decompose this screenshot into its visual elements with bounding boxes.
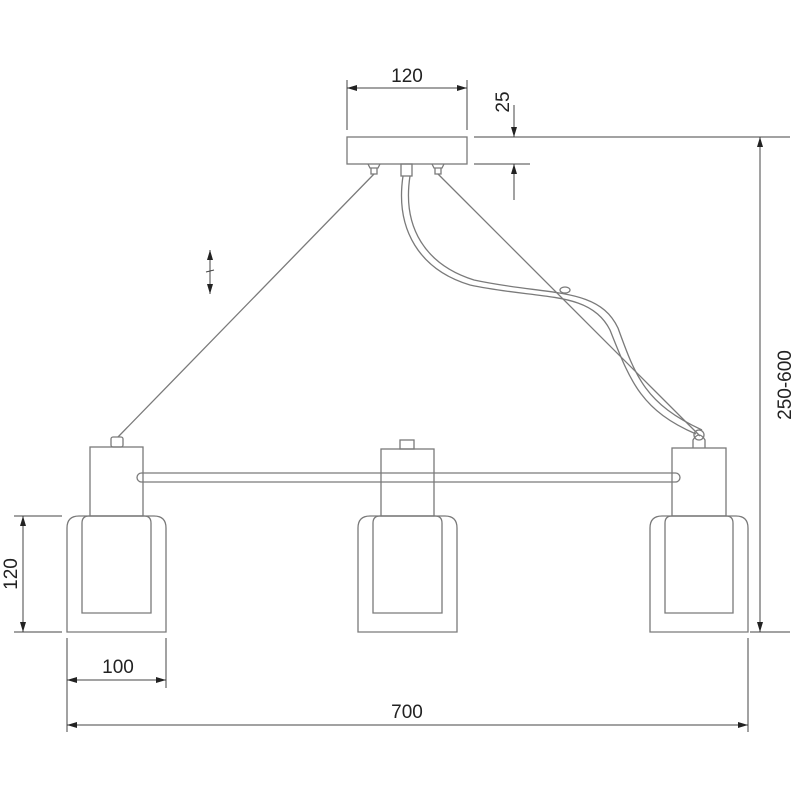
dimension-canopy-height: 25: [474, 91, 530, 200]
dimension-canopy-width: 120: [346, 66, 468, 130]
dimension-label: 25: [493, 91, 514, 112]
dimension-shade-height: 120: [1, 515, 62, 633]
lamp-left: [66, 436, 167, 633]
dimension-label: 120: [391, 66, 423, 87]
dimension-label: 250-600: [775, 350, 796, 420]
adjustable-height-icon: [205, 250, 215, 294]
suspension-wire-right: [437, 173, 701, 437]
canopy: [346, 136, 468, 177]
lamp-right: [649, 434, 749, 633]
dimension-label: 700: [391, 702, 423, 723]
suspension-wire-left: [117, 173, 375, 438]
dimension-total-width: 700: [67, 638, 749, 732]
dimension-label: 100: [102, 657, 134, 678]
dimension-height-range: 250-600: [520, 136, 796, 633]
dimension-shade-width: 100: [66, 638, 167, 732]
dimension-label: 120: [1, 558, 22, 590]
power-cable: [400, 175, 705, 441]
lamp-bar: [136, 472, 681, 483]
lamp-center: [357, 439, 458, 633]
